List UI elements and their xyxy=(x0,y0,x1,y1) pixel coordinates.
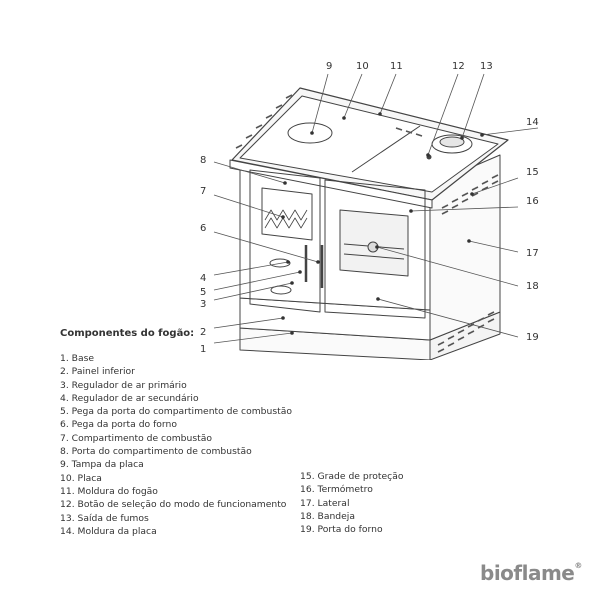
legend-item: 7. Compartimento de combustão xyxy=(60,432,212,444)
callout-6: 6 xyxy=(200,223,206,234)
legend-column-right: 15. Grade de proteção 16. Termómetro 17.… xyxy=(300,470,403,536)
legend-item: 5. Pega da porta do compartimento de com… xyxy=(60,406,292,418)
firebox-door xyxy=(249,169,321,313)
protection-grille xyxy=(235,94,499,353)
legend-item: 16. Termómetro xyxy=(300,484,373,496)
callout-3: 3 xyxy=(200,299,206,310)
callout-numbers: 1 2 3 4 5 6 7 8 9 10 11 12 13 14 15 16 1… xyxy=(200,61,539,355)
primary-air-regulator xyxy=(270,285,292,295)
legend-item: 1. Base xyxy=(60,353,95,364)
callout-5: 5 xyxy=(200,287,206,298)
callout-4: 4 xyxy=(200,273,206,284)
callout-11: 11 xyxy=(390,61,403,72)
legend-item: 13. Saída de fumos xyxy=(60,512,149,524)
legend-item: 14. Moldura da placa xyxy=(60,525,157,537)
callout-10: 10 xyxy=(356,61,369,72)
leader-lines xyxy=(213,73,539,344)
legend-item: 8. Porta do compartimento de combustão xyxy=(60,446,252,458)
legend-item: 17. Lateral xyxy=(300,497,350,509)
registered-mark: ® xyxy=(574,561,582,570)
callout-18: 18 xyxy=(526,281,539,292)
callout-13: 13 xyxy=(480,61,493,72)
firebox-window xyxy=(261,187,313,241)
legend-item: 15. Grade de proteção xyxy=(300,471,404,482)
legend-item: 12. Botão de seleção do modo de funciona… xyxy=(60,499,287,511)
legend-item: 2. Painel inferior xyxy=(60,366,135,378)
callout-15: 15 xyxy=(526,167,539,178)
hob-lid xyxy=(287,122,333,144)
brand-name: bioflame xyxy=(480,561,575,585)
callout-7: 7 xyxy=(200,186,206,197)
callout-17: 17 xyxy=(526,248,539,259)
legend-item: 3. Regulador de ar primário xyxy=(60,379,187,391)
callout-1: 1 xyxy=(200,344,206,355)
brand-logo: bioflame® xyxy=(480,561,582,585)
flame-graphic xyxy=(264,217,308,229)
callout-19: 19 xyxy=(526,332,539,343)
legend-item: 18. Bandeja xyxy=(300,510,355,522)
legend-item: 9. Tampa da placa xyxy=(60,459,144,471)
callout-9: 9 xyxy=(326,61,332,72)
callout-2: 2 xyxy=(200,327,206,338)
oven-door xyxy=(324,179,426,319)
legend-column-left: 1. Base 2. Painel inferior 3. Regulador … xyxy=(60,352,292,538)
legend-item: 4. Regulador de ar secundário xyxy=(60,392,199,404)
legend-item: 11. Moldura do fogão xyxy=(60,485,158,497)
callout-16: 16 xyxy=(526,196,539,207)
callout-14: 14 xyxy=(526,117,539,128)
leader-dots xyxy=(281,112,484,335)
secondary-air-regulator xyxy=(269,258,291,268)
legend-item: 6. Pega da porta do forno xyxy=(60,419,177,431)
legend-title: Componentes do fogão: xyxy=(60,328,195,339)
legend-item: 19. Porta do forno xyxy=(300,524,383,536)
callout-12: 12 xyxy=(452,61,465,72)
stove-illustration: 1 2 3 4 5 6 7 8 9 10 11 12 13 14 15 16 1… xyxy=(200,61,539,360)
legend-item: 10. Placa xyxy=(60,472,102,484)
callout-8: 8 xyxy=(200,155,206,166)
stove-frame xyxy=(229,159,433,209)
